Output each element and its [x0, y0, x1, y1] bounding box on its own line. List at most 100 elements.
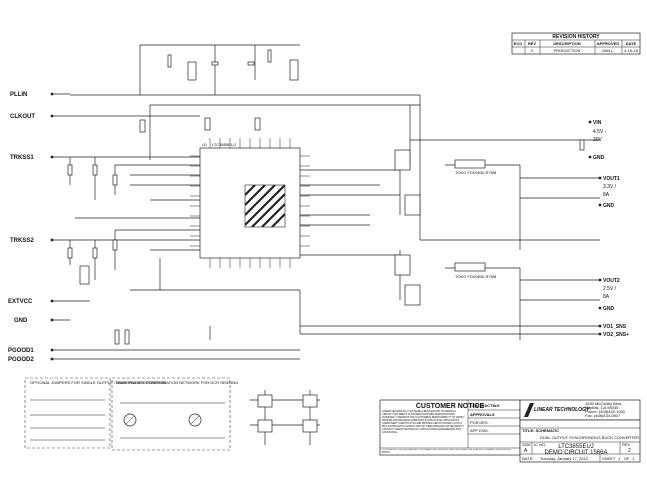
address-4: Fax: (408)434-0507: [585, 413, 621, 418]
terminal-pgood1[interactable]: PGOOD1: [8, 348, 130, 354]
size-label: SIZE: [522, 442, 531, 447]
rev-header-rev: REV: [528, 41, 537, 46]
address-1: 1630 McCarthy Blvd.: [585, 401, 622, 406]
sheet-label: SHEET: [602, 456, 616, 461]
top-wiring: [70, 44, 421, 240]
svg-text:VOUT1: VOUT1: [603, 176, 620, 182]
logo-text: LINEAR TECHNOLOGY: [534, 407, 590, 413]
of-label: OF: [624, 456, 630, 461]
temp-comp-note: TEMPERATURE COMPENSATION NETWORK FOR DCR…: [115, 380, 238, 385]
svg-text:TRKSS1: TRKSS1: [10, 155, 34, 161]
terminal-clkout[interactable]: CLKOUT: [10, 114, 200, 120]
power-stage-1: TOKO FDV0630-R75M: [300, 139, 600, 250]
terminal-gnd-vout1[interactable]: GND: [598, 203, 615, 209]
optional-jumpers-box: OPTIONAL JUMPERS FOR SINGLE OUTPUT / DUA…: [24, 377, 166, 449]
rev-row-date: 4-10-18: [624, 48, 639, 53]
svg-text:GND: GND: [603, 306, 615, 312]
terminal-vout2[interactable]: VOUT2 2.5V / 8A: [560, 278, 620, 300]
svg-text:PLLIN: PLLIN: [10, 92, 27, 98]
rev-header-description: DESCRIPTION: [553, 41, 580, 46]
pcb-des-label: PCB DES.: [470, 420, 489, 425]
exposed-pad-hatch: [245, 185, 285, 227]
app-eng-label: APP ENG.: [470, 428, 489, 433]
power-stage-2: TOKO FDV0630-R75M: [300, 214, 600, 340]
terminal-vo2-sns[interactable]: VO2_SNS+: [300, 332, 629, 338]
revision-title: REVISION HISTORY: [552, 34, 600, 40]
ic-u1: U1 LTC3855EUJ: [190, 138, 310, 268]
rev-header-eco: ECO: [514, 41, 523, 46]
circuit-value: DEMO CIRCUIT 1566A: [545, 450, 608, 456]
ic-no-value: LTC3855EUJ: [558, 444, 594, 450]
terminal-trkss2[interactable]: TRKSS2: [10, 238, 200, 244]
title-text: DUAL OUTPUT SYNCHRONOUS BUCK CONVERTER: [540, 435, 639, 440]
svg-text:VO2_SNS+: VO2_SNS+: [603, 332, 629, 338]
bottom-mosfets: [250, 390, 320, 445]
ic-ref: U1: [202, 142, 208, 147]
size-value: A: [524, 448, 528, 454]
svg-text:VO1_SNS: VO1_SNS: [603, 324, 627, 330]
terminal-gnd-vout2[interactable]: GND: [598, 306, 615, 312]
terminal-trkss1[interactable]: TRKSS1: [10, 155, 200, 161]
inductor-l1: TOKO FDV0630-R75M: [455, 170, 496, 175]
revision-history-table: REVISION HISTORY ECO REV DESCRIPTION APP…: [511, 32, 641, 55]
approvals-label: APPROVALS: [470, 412, 495, 417]
svg-text:GND: GND: [14, 318, 28, 324]
rev-header-date: DATE: [626, 41, 637, 46]
terminal-gnd-vin[interactable]: GND: [588, 155, 605, 161]
ic-no-label: IC NO.: [534, 442, 546, 447]
rev-row-description: PRODUCTION: [554, 48, 581, 53]
rev-value: 2: [628, 448, 631, 454]
contracting-label: CONTRACTING: [470, 403, 500, 408]
terminal-vin[interactable]: VIN 4.5V - 20V: [588, 120, 607, 143]
svg-text:GND: GND: [603, 203, 615, 209]
address-2: Milpitas, CA 95035: [585, 405, 619, 410]
title-block: TITLE: SCHEMATIC DUAL OUTPUT SYNCHRONOUS…: [519, 419, 641, 463]
notice-title: CUSTOMER NOTICE: [416, 403, 485, 410]
rev-row-rev: 2: [531, 48, 534, 53]
company-block: LINEAR TECHNOLOGY 1630 McCarthy Blvd. Mi…: [519, 399, 641, 425]
left-networks: [67, 117, 300, 291]
customer-notice: CUSTOMER NOTICE LINEAR TECHNOLOGY HAS MA…: [379, 399, 521, 456]
title-label: TITLE: SCHEMATIC: [522, 428, 559, 433]
svg-text:TRKSS2: TRKSS2: [10, 238, 34, 244]
address-3: Phone: (408)432-1900: [585, 409, 626, 414]
rev-row-approved: JIAN L.: [601, 48, 614, 53]
temp-comp-box: TEMPERATURE COMPENSATION NETWORK FOR DCR…: [111, 377, 238, 451]
terminal-pgood2[interactable]: PGOOD2: [8, 357, 130, 363]
terminal-vo1-sns[interactable]: VO1_SNS: [300, 324, 627, 330]
notice-body: LINEAR TECHNOLOGY HAS MADE A BEST EFFORT…: [382, 410, 465, 434]
linear-logo-icon: [524, 403, 534, 417]
terminal-vout1[interactable]: VOUT1 3.3V / 8A: [560, 176, 620, 198]
rev-header-approved: APPROVED: [597, 41, 620, 46]
svg-text:8A: 8A: [603, 294, 610, 300]
jumpers-note: OPTIONAL JUMPERS FOR SINGLE OUTPUT / DUA…: [30, 380, 166, 385]
sheet-value: 1: [618, 456, 621, 461]
svg-text:4.5V -: 4.5V -: [593, 129, 607, 135]
left-terminals: PLLIN CLKOUT TRKSS1 TRKSS2 EXTVCC GND PG…: [8, 92, 200, 363]
svg-text:EXTVCC: EXTVCC: [8, 299, 33, 305]
svg-text:CLKOUT: CLKOUT: [10, 114, 35, 120]
ic-pins: [190, 138, 310, 268]
svg-text:20V: 20V: [593, 137, 603, 143]
rev-label: REV: [622, 442, 631, 447]
svg-text:GND: GND: [593, 155, 605, 161]
svg-text:PGOOD2: PGOOD2: [8, 357, 34, 363]
lower-wiring: [114, 290, 301, 360]
of-value: 1: [632, 456, 635, 461]
svg-text:8A: 8A: [603, 192, 610, 198]
date-value: Tuesday, January 17, 2012: [540, 456, 589, 461]
svg-text:2.5V /: 2.5V /: [603, 286, 617, 292]
right-terminals: VIN 4.5V - 20V GND VOUT1 3.3V / 8A GND V…: [300, 120, 629, 338]
inductor-l2: TOKO FDV0630-R75M: [455, 274, 496, 279]
terminal-pllin[interactable]: PLLIN: [10, 92, 70, 98]
notice-footer: THIS CIRCUIT IS PROPRIETARY TO LINEAR TE…: [382, 449, 512, 454]
ic-part: LTC3855EUJ: [212, 142, 236, 147]
svg-text:VOUT2: VOUT2: [603, 278, 620, 284]
svg-text:3.3V /: 3.3V /: [603, 184, 617, 190]
svg-text:PGOOD1: PGOOD1: [8, 348, 34, 354]
terminal-gnd[interactable]: GND: [14, 318, 70, 324]
terminal-extvcc[interactable]: EXTVCC: [8, 299, 90, 305]
svg-text:VIN: VIN: [593, 120, 602, 126]
date-label: DATE:: [522, 456, 533, 461]
